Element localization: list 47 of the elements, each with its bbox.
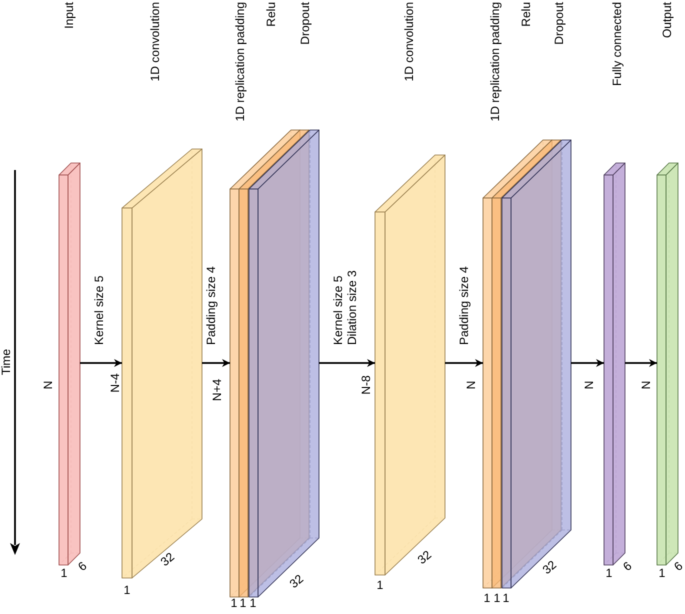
length-label: N <box>42 380 56 390</box>
layer-label: 1D replication padding <box>489 2 503 122</box>
layer-label: Output <box>661 2 675 38</box>
dimension-label: 1 <box>124 584 130 598</box>
length-label: N <box>465 380 479 390</box>
dimension-label: 1 <box>502 592 510 606</box>
dimension-label: 1 <box>484 592 490 606</box>
length-label: N <box>583 380 597 390</box>
edge-label: Padding size 4 <box>205 265 219 345</box>
edge-label: Kernel size 5 <box>93 274 107 345</box>
length-label: N+4 <box>211 378 225 402</box>
arrow <box>202 359 230 367</box>
length-label: N-4 <box>109 373 123 393</box>
edge-label: Padding size 4 <box>458 265 472 345</box>
axis-label: Time <box>0 348 14 376</box>
dimension-label: 1 <box>60 567 68 581</box>
dimension-label: 6 <box>672 560 685 574</box>
dimension-label: 32 <box>158 550 178 570</box>
dimension-label: 1 <box>658 567 666 581</box>
dimension-label: 6 <box>76 560 90 574</box>
layer-label: 1D convolution <box>149 2 163 82</box>
dimension-label: 6 <box>621 560 635 574</box>
dimension-label: 1 <box>250 597 256 611</box>
arrow <box>80 359 122 367</box>
dimension-label: 1 <box>376 579 384 593</box>
dimension-label: 1 <box>230 597 238 611</box>
arrow <box>319 359 375 367</box>
layer-label: Dropout <box>299 2 313 45</box>
layer-label: Dropout <box>553 2 567 45</box>
layer-label: Relu <box>520 2 534 27</box>
dimension-label: 1 <box>240 597 246 611</box>
length-label: N <box>640 380 654 390</box>
edge-label: Kernel size 5 Dilation size 3 <box>332 269 360 345</box>
layer-label: 1D replication padding <box>234 2 248 122</box>
dimension-label: 32 <box>540 558 560 578</box>
arrow <box>625 359 657 367</box>
dimension-label: 1 <box>494 592 500 606</box>
layer-label: Input <box>63 2 77 29</box>
length-label: N-8 <box>360 375 374 395</box>
dimension-label: 32 <box>287 572 307 592</box>
arrow <box>445 359 483 367</box>
dimension-label: 1 <box>606 567 612 581</box>
dimension-label: 32 <box>415 548 435 568</box>
layer-label: Relu <box>265 2 279 27</box>
arrow <box>571 359 604 367</box>
layer-label: Fully connected <box>611 2 625 86</box>
layer-label: 1D convolution <box>403 2 417 82</box>
